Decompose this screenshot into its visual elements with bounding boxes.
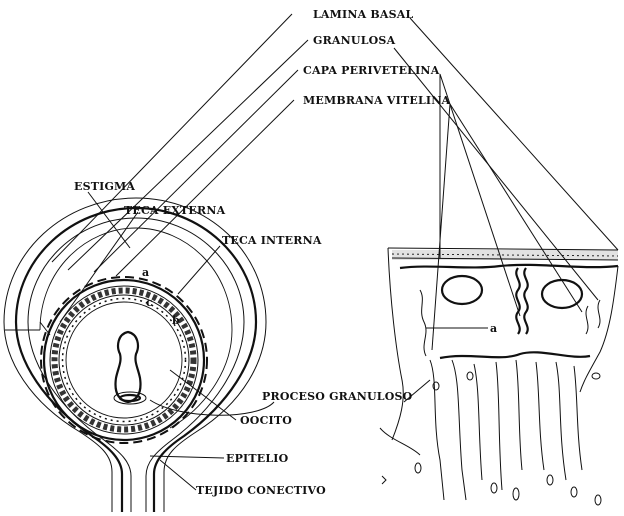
label-estigma: ESTIGMA	[74, 180, 135, 193]
label-epitelio: EPITELIO	[226, 452, 289, 465]
label-membrana-vitelina: MEMBRANA VITELINA	[303, 94, 451, 107]
marker-b-left: b	[172, 314, 180, 327]
label-tejido-conectivo: TEJIDO CONECTIVO	[196, 484, 326, 497]
membrane-detail	[380, 248, 618, 505]
marker-c-left: c	[146, 296, 153, 309]
label-capa-perivitelina: CAPA PERIVETELINA	[303, 64, 440, 77]
label-lamina-basal: LAMINA BASAL	[313, 8, 414, 21]
label-proceso-granuloso: PROCESO GRANULOSO	[262, 390, 413, 403]
label-granulosa: GRANULOSA	[313, 34, 396, 47]
label-teca-interna: TECA INTERNA	[222, 234, 322, 247]
label-oocito: OOCITO	[240, 414, 292, 427]
marker-a-right: a	[490, 322, 497, 335]
label-teca-externa: TECA EXTERNA	[124, 204, 226, 217]
marker-a-left: a	[142, 266, 149, 279]
